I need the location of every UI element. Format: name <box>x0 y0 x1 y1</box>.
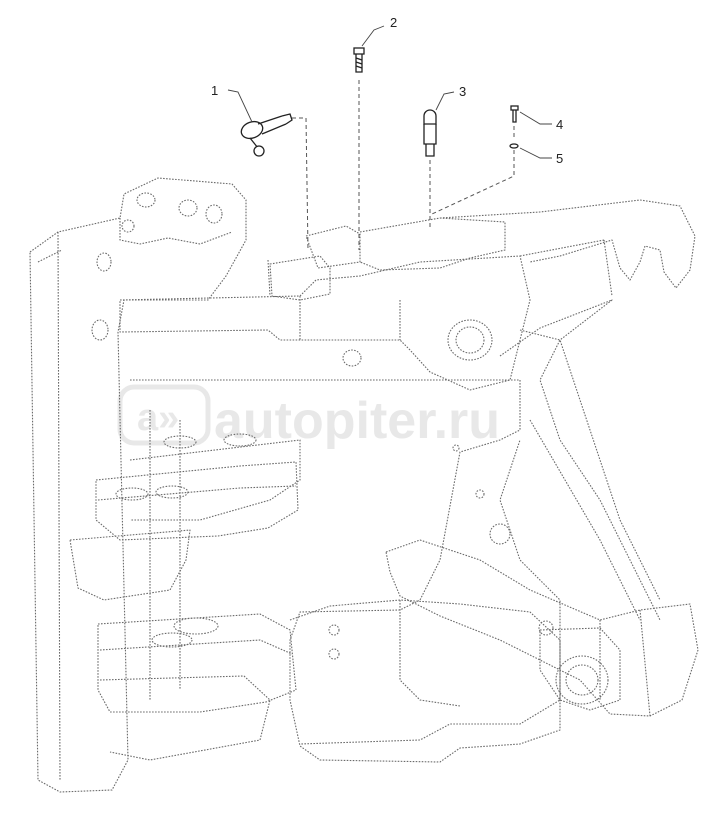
callout-3: 3 <box>459 84 466 99</box>
callout-labels: 1 2 3 4 5 <box>211 15 563 166</box>
watermark-text: autopiter.ru <box>214 392 500 450</box>
leader-4 <box>519 111 552 125</box>
callout-5: 5 <box>556 151 563 166</box>
callout-4: 4 <box>556 117 563 132</box>
parts <box>240 47 519 157</box>
part-1-lock-pin <box>240 113 293 157</box>
housing-holes <box>91 192 609 705</box>
leader-1 <box>227 89 253 123</box>
leader-2 <box>361 25 385 47</box>
part-2-bolt <box>353 47 365 73</box>
part-5-washer <box>509 143 519 149</box>
part-3-stud-pin <box>423 109 437 157</box>
callout-2: 2 <box>390 15 397 30</box>
leader-5 <box>519 147 552 159</box>
part-4-screw <box>510 105 519 123</box>
watermark: a» autopiter.ru <box>117 384 500 450</box>
assembly-lines <box>292 80 515 251</box>
watermark-logo-box <box>117 384 211 446</box>
leader-3 <box>435 91 455 111</box>
callout-leaders <box>227 25 552 159</box>
watermark-logo-glyph: a» <box>137 397 179 439</box>
housing-outline <box>29 177 699 793</box>
callout-1: 1 <box>211 83 218 98</box>
